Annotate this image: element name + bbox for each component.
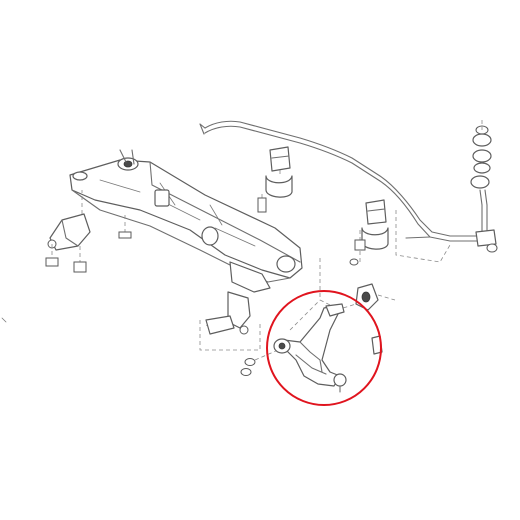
edge-mark	[1, 317, 7, 323]
front-crossmember	[69, 149, 303, 293]
center-bracket	[205, 291, 251, 335]
left-mount-bracket	[45, 190, 91, 267]
highlight-circle	[266, 290, 382, 406]
stabilizer-bushing-right	[349, 199, 389, 266]
stabilizer-end-link	[470, 120, 498, 253]
arm-washers	[240, 349, 279, 376]
stabilizer-bushing-left	[265, 146, 293, 198]
lower-control-arm	[273, 299, 347, 393]
crossmember-bolts	[73, 194, 267, 273]
stabilizer-bar	[199, 120, 479, 263]
arm-rear-bushing	[329, 283, 396, 355]
